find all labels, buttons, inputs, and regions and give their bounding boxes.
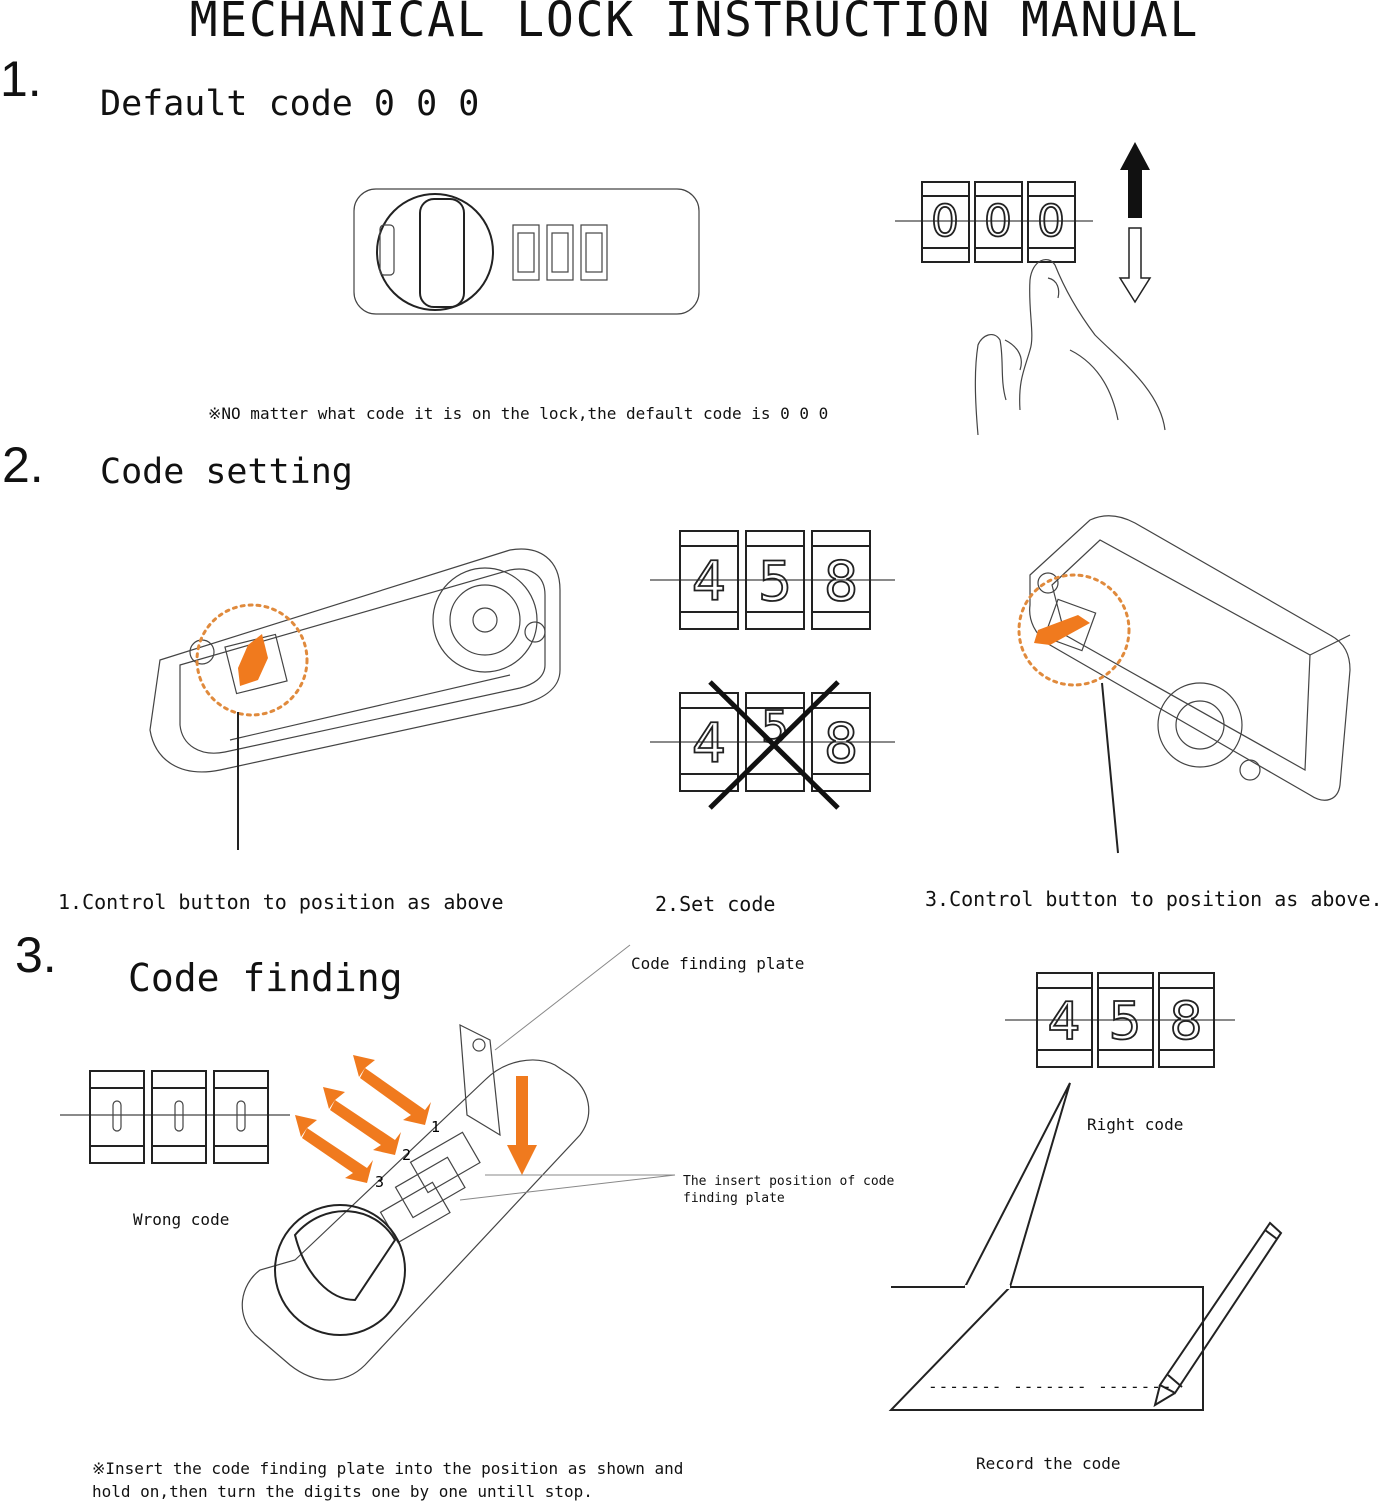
section-1-number: 1. [0,51,42,107]
set-digit-2: 5 [758,550,792,613]
incorrect-digit-1: 4 [692,712,726,775]
right-digit-2: 5 [1108,992,1141,1052]
set-digit-3: 8 [824,550,858,613]
code-finding-plate-label: Code finding plate [631,954,805,973]
section-3-number: 3. [15,927,57,983]
lock-back-illustration [149,548,561,850]
right-digit-3: 8 [1169,992,1202,1052]
incorrect-set-code-dials: 4 5 8 [650,680,895,810]
step-2-caption: 2.Set code [655,892,776,916]
default-code-dials: 0 0 0 [895,181,1093,263]
wrong-code-dials [60,1070,290,1164]
position-1-label: 1 [431,1118,440,1136]
incorrect-digit-3: 8 [824,712,858,775]
position-3-label: 3 [375,1173,384,1191]
record-blanks: ------- ------- ------- [928,1377,1173,1396]
right-code-dials: 4 5 8 [1005,972,1235,1068]
default-digit-3: 0 [1037,196,1065,247]
hand-icon [974,259,1166,436]
section-3-note: ※Insert the code finding plate into the … [92,1459,684,1501]
record-code-illustration [888,1082,1283,1411]
right-code-label: Right code [1087,1115,1184,1134]
default-digit-2: 0 [984,196,1012,247]
insert-position-label: The insert position of code finding plat… [683,1174,895,1206]
step-1-caption: 1.Control button to position as above [58,890,504,914]
set-digit-1: 4 [692,550,726,613]
up-down-arrows-icon [1118,142,1152,304]
set-code-dials: 4 5 8 [650,530,895,630]
right-digit-1: 4 [1047,992,1080,1052]
section-1-title: Default code 0 0 0 [100,84,480,124]
record-code-label: Record the code [976,1454,1121,1473]
section-2-title: Code setting [100,452,353,492]
default-digit-1: 0 [931,196,959,247]
lock-front-illustration [353,188,700,315]
section-1-note: ※NO matter what code it is on the lock,t… [208,404,829,423]
lock-angled-illustration [1017,515,1351,854]
position-2-label: 2 [402,1146,411,1164]
step-3-caption: 3.Control button to position as above. [925,887,1383,911]
manual-title: MECHANICAL LOCK INSTRUCTION MANUAL [189,0,1200,48]
code-finding-lock-illustration: 1 2 3 [241,944,676,1381]
section-3-title: Code finding [128,956,403,1000]
section-2-number: 2. [2,437,44,493]
wrong-code-label: Wrong code [133,1210,230,1229]
